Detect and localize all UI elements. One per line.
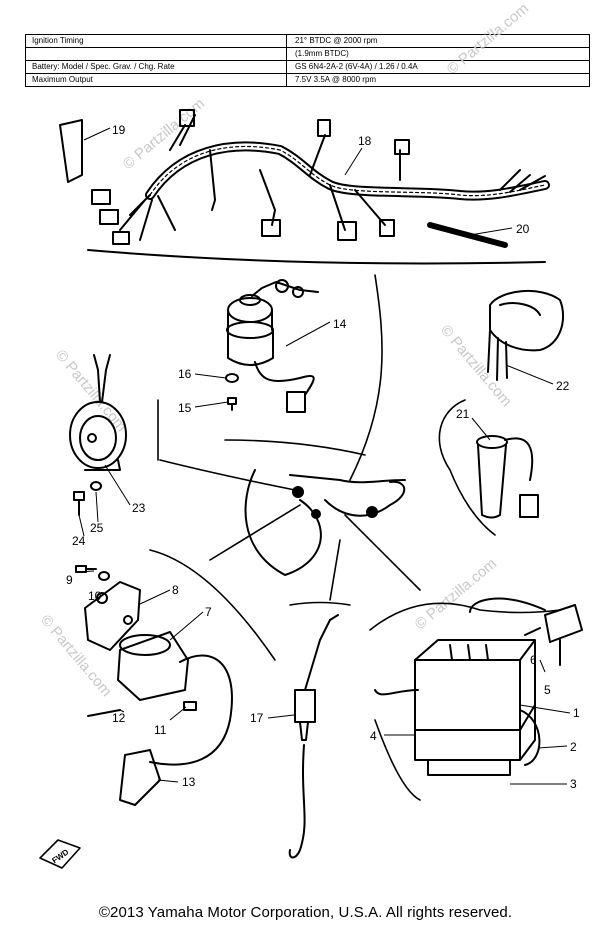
callout-24: 24	[72, 534, 86, 548]
callout-15: 15	[178, 401, 192, 415]
callout-22: 22	[556, 379, 570, 393]
callout-23: 23	[132, 501, 146, 515]
regulator-part	[476, 435, 539, 519]
callout-17: 17	[250, 711, 264, 725]
callout-20: 20	[516, 222, 530, 236]
callout-4: 4	[370, 729, 377, 743]
washer-screw-part	[225, 373, 239, 411]
watermark-text: © Partzilla.com	[444, 0, 532, 78]
spec-value: 7.5V 3.5A @ 8000 rpm	[286, 73, 590, 87]
watermark-text: © Partzilla.com	[52, 347, 130, 435]
callout-labels: 19 18 20 14 16 15 22 21 23 25 24 9 10 8 …	[50, 123, 580, 865]
spec-table: Ignition Timing 21° BTDC @ 2000 rpm (1.9…	[25, 34, 590, 87]
callout-6: 6	[530, 653, 537, 667]
callout-3: 3	[570, 777, 577, 791]
callout-25: 25	[90, 521, 104, 535]
main-switch-part	[226, 279, 319, 413]
fwd-arrow	[39, 839, 81, 869]
fuse-part	[469, 597, 583, 666]
callout-13: 13	[182, 775, 196, 789]
battery-part	[374, 639, 541, 776]
callout-5: 5	[544, 683, 551, 697]
callout-7: 7	[205, 605, 212, 619]
watermark-text: © Partzilla.com	[37, 612, 115, 700]
callout-14: 14	[333, 317, 347, 331]
callout-leaders	[77, 127, 571, 785]
callout-10: 10	[88, 589, 102, 603]
horn-bolt-part	[73, 481, 102, 516]
copyright-notice: ©2013 Yamaha Motor Corporation, U.S.A. A…	[98, 904, 513, 921]
horn-part	[69, 354, 127, 471]
frame-part	[244, 469, 406, 576]
wire-harness-part	[59, 109, 550, 265]
flasher-relay-part	[487, 289, 565, 381]
callout-8: 8	[172, 583, 179, 597]
spec-row: Ignition Timing 21° BTDC @ 2000 rpm	[25, 34, 590, 48]
callout-19: 19	[112, 123, 126, 137]
neutral-switch-part	[288, 614, 339, 859]
callout-1: 1	[573, 706, 580, 720]
ignition-coil-part	[87, 631, 233, 806]
callout-9: 9	[66, 573, 73, 587]
spec-row: (1.9mm BTDC)	[25, 47, 590, 61]
callout-16: 16	[178, 367, 192, 381]
callout-11: 11	[154, 723, 167, 737]
callout-2: 2	[570, 740, 577, 754]
callout-12: 12	[112, 711, 126, 725]
watermark-text: © Partzilla.com	[412, 555, 500, 633]
watermark-text: © Partzilla.com	[437, 322, 515, 410]
group-lines	[149, 274, 561, 801]
callout-18: 18	[358, 134, 372, 148]
watermark-group: © Partzilla.com © Partzilla.com © Partzi…	[37, 0, 532, 700]
callout-21: 21	[456, 407, 470, 421]
spec-row: Maximum Output 7.5V 3.5A @ 8000 rpm	[25, 73, 590, 87]
